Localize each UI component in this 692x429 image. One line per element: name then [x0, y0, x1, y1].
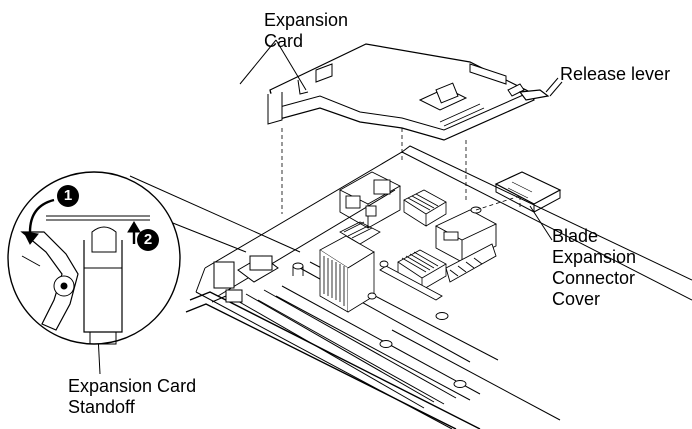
board-connectors — [292, 171, 497, 388]
connector-cover-label-line-3: Connector — [552, 268, 636, 288]
expansion-card — [267, 43, 563, 141]
card-standoff-label-line-2: Standoff — [68, 397, 135, 417]
step-1-marker: 1 — [63, 187, 73, 204]
connector-cover-label-line-4: Cover — [552, 289, 601, 309]
heatsinks — [319, 189, 447, 313]
connector-cover — [494, 171, 562, 213]
step-markers — [57, 185, 159, 251]
release-lever-label: Release lever — [560, 64, 671, 84]
connector-cover-label-line-2: Expansion — [552, 247, 637, 267]
connector-cover-label-line-1: Blade — [552, 226, 599, 246]
standoff-detail — [7, 171, 181, 345]
expansion-card-label-line-1: Expansion — [264, 10, 349, 30]
alignment-guides — [281, 128, 521, 214]
connector-cover-label: Blade Expansion Connector Cover — [552, 226, 636, 310]
card-standoff-label-line-1: Expansion Card — [68, 376, 197, 396]
card-standoff-label: Expansion Card Standoff — [68, 376, 196, 418]
blade-chassis — [185, 145, 692, 429]
expansion-card-label-line-2: Card — [264, 31, 304, 51]
step-2-marker: 2 — [143, 231, 153, 248]
expansion-card-label: Expansion Card — [264, 10, 348, 52]
